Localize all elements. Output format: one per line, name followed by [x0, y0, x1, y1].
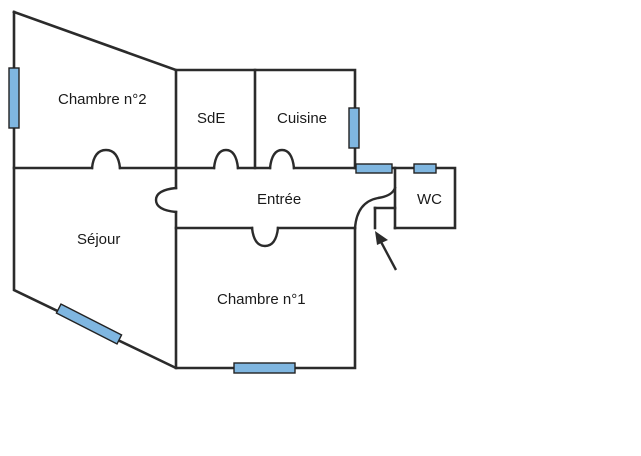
- window-entree-top: [355, 163, 393, 174]
- interior-walls: [12, 68, 397, 370]
- window-sejour: [55, 303, 123, 345]
- door-entrance: [353, 186, 397, 230]
- label-cuisine: Cuisine: [277, 110, 327, 127]
- label-chambre2: Chambre n°2: [58, 91, 147, 108]
- window-cuisine: [348, 107, 360, 149]
- label-entree: Entrée: [257, 191, 301, 208]
- entrance-arrow-icon: [375, 231, 398, 271]
- door-chambre1: [250, 226, 280, 248]
- label-sejour: Séjour: [77, 231, 120, 248]
- window-chambre2: [8, 67, 20, 129]
- window-wc: [413, 163, 437, 174]
- door-sde: [212, 148, 240, 170]
- door-sejour: [154, 186, 178, 214]
- door-cuisine: [268, 148, 296, 170]
- windows: [8, 67, 437, 374]
- label-sde: SdE: [197, 110, 225, 127]
- door-swings: [90, 148, 397, 248]
- door-chambre2: [90, 148, 122, 170]
- label-wc: WC: [417, 191, 442, 208]
- window-chambre1: [233, 362, 296, 374]
- label-chambre1: Chambre n°1: [217, 291, 306, 308]
